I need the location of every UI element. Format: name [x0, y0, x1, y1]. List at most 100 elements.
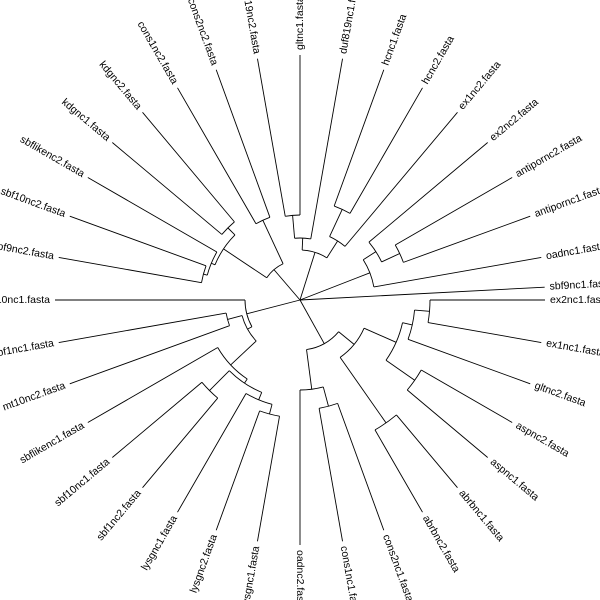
tree-branch-25 [337, 403, 385, 531]
tip-label: sbf1nc1.fasta [0, 337, 55, 360]
tree-branch-86 [349, 87, 423, 214]
tree-branch-arc-1 [306, 331, 339, 351]
tree-branch-arc-54 [266, 263, 284, 279]
tip-label: oadnc2.fasta [294, 550, 306, 600]
tree-branch-80 [310, 58, 343, 240]
tree-branch-30 [247, 326, 253, 330]
tree-branch-67 [142, 112, 235, 223]
tree-branch-13 [385, 359, 415, 381]
tree-branch-arc-31 [241, 315, 257, 342]
tip-label: cons1nc2.fasta [135, 19, 181, 86]
tree-branch-26 [318, 408, 343, 542]
tip-label: ex2nc1.fasta [550, 294, 600, 306]
tip-label: sbf9nc2.fasta [0, 240, 55, 263]
tree-branch-arc-58 [206, 251, 218, 276]
tree-branch-arc-84 [334, 205, 351, 214]
tree-branch-85 [333, 69, 385, 207]
tree-branch-61 [58, 257, 202, 284]
tree-branch-78 [257, 58, 286, 217]
tip-label: lysgnc1.fasta [139, 513, 180, 572]
tree-branch-6 [402, 322, 413, 326]
tree-branch-28 [246, 299, 301, 315]
tip-label: sbf10nc2.fasta [0, 185, 67, 220]
tree-branch-71 [215, 69, 271, 218]
tip-label: aspnc2.fasta [514, 420, 572, 460]
tip-label: gltnc2.fasta [533, 380, 588, 410]
tree-branch-93 [368, 142, 488, 243]
tree-branch-55 [223, 248, 267, 279]
tree-branch-12 [407, 338, 531, 385]
tree-branch-arc-5 [385, 322, 403, 361]
tip-label: sbf9nc1.fasta [549, 277, 600, 292]
tip-label: mt10nc1.fasta [0, 294, 50, 306]
tree-branch-47 [87, 347, 218, 423]
tree-branch-72 [299, 252, 316, 301]
tree-branch-34 [244, 378, 248, 384]
tip-label: gltnc1.fasta [294, 0, 306, 50]
tip-label: hcnc2.fasta [420, 34, 457, 87]
tip-label: cons2nc1.fasta [380, 533, 415, 600]
tip-label: antipornc2.fasta [513, 132, 584, 180]
tree-branch-97 [403, 215, 531, 263]
tree-branch-17 [339, 357, 387, 424]
tree-branch-36 [258, 392, 263, 400]
tree-branch-arc-29 [244, 299, 253, 327]
tip-label: abrbnc1.fasta [456, 488, 506, 545]
tree-branch-23 [322, 386, 329, 407]
tip-label: lysgnc2.fasta [188, 533, 220, 595]
tree-branch-arc-33 [217, 347, 248, 380]
tree-branch-arc-69 [255, 216, 271, 225]
tip-label: hcnc1.fasta [380, 12, 410, 67]
tree-branch-arc-18 [374, 414, 397, 431]
tree-branch-81 [326, 240, 338, 259]
tree-branch-94 [381, 253, 400, 263]
tree-branch-40 [257, 416, 280, 542]
tree-branch-arc-37 [245, 393, 273, 405]
tree-branch-59 [203, 273, 208, 276]
tree-branch-arc-35 [228, 370, 262, 393]
tree-branch-arc-3 [339, 328, 365, 358]
tip-label: kdgnc1.fasta [59, 96, 112, 144]
tree-branch-41 [215, 410, 261, 531]
tree-branch-63 [87, 177, 218, 253]
tree-branches [55, 55, 545, 545]
tip-label: sbf10nc1.fasta [52, 456, 112, 509]
tree-branch-53 [273, 269, 301, 301]
tree-branch-32 [230, 340, 257, 366]
tip-label: mt10nc2.fasta [1, 380, 67, 414]
tip-label: cons1nc1.fasta [338, 545, 362, 600]
tip-label: abrbnc2.fasta [420, 513, 462, 574]
tree-branch-8 [414, 309, 430, 312]
tree-branch-arc-90 [362, 259, 375, 288]
tree-branch-2 [338, 331, 355, 345]
tree-branch-51 [58, 312, 227, 343]
tree-branch-arc-73 [302, 249, 328, 259]
tip-label: ex2nc2.fasta [488, 96, 541, 144]
tree-branch-arc-56 [214, 234, 236, 265]
tree-branch-70 [177, 87, 257, 225]
tip-label: oadnc1.fasta [545, 240, 600, 262]
tree-branch-50 [69, 325, 230, 385]
tree-branch-62 [69, 215, 207, 267]
tip-label: kdgnc2.fasta [97, 59, 145, 112]
tree-branch-57 [211, 262, 216, 266]
tree-branch-99 [299, 286, 545, 301]
tree-branch-98 [373, 257, 542, 288]
tip-label: lysgnc1.fasta [240, 545, 262, 600]
tree-branch-66 [112, 142, 223, 235]
tree-branch-0 [299, 299, 325, 344]
tree-branch-96 [395, 177, 513, 246]
tree-branch-64 [227, 227, 236, 236]
tree-branch-20 [374, 429, 423, 513]
tree-branch-21 [306, 349, 313, 390]
tree-branch-4 [363, 327, 397, 343]
tree-branch-83 [329, 209, 343, 237]
tree-branch-88 [299, 277, 357, 301]
tip-label: ex1nc1.fasta [545, 337, 600, 359]
tree-branch-arc-95 [394, 244, 404, 263]
tip-label: sbflikenc1.fasta [18, 420, 87, 467]
tip-label: sbf1nc2.fasta [94, 487, 143, 543]
tree-branch-89 [355, 272, 371, 279]
tree-branch-46 [112, 381, 203, 458]
tree-branch-15 [421, 369, 513, 423]
